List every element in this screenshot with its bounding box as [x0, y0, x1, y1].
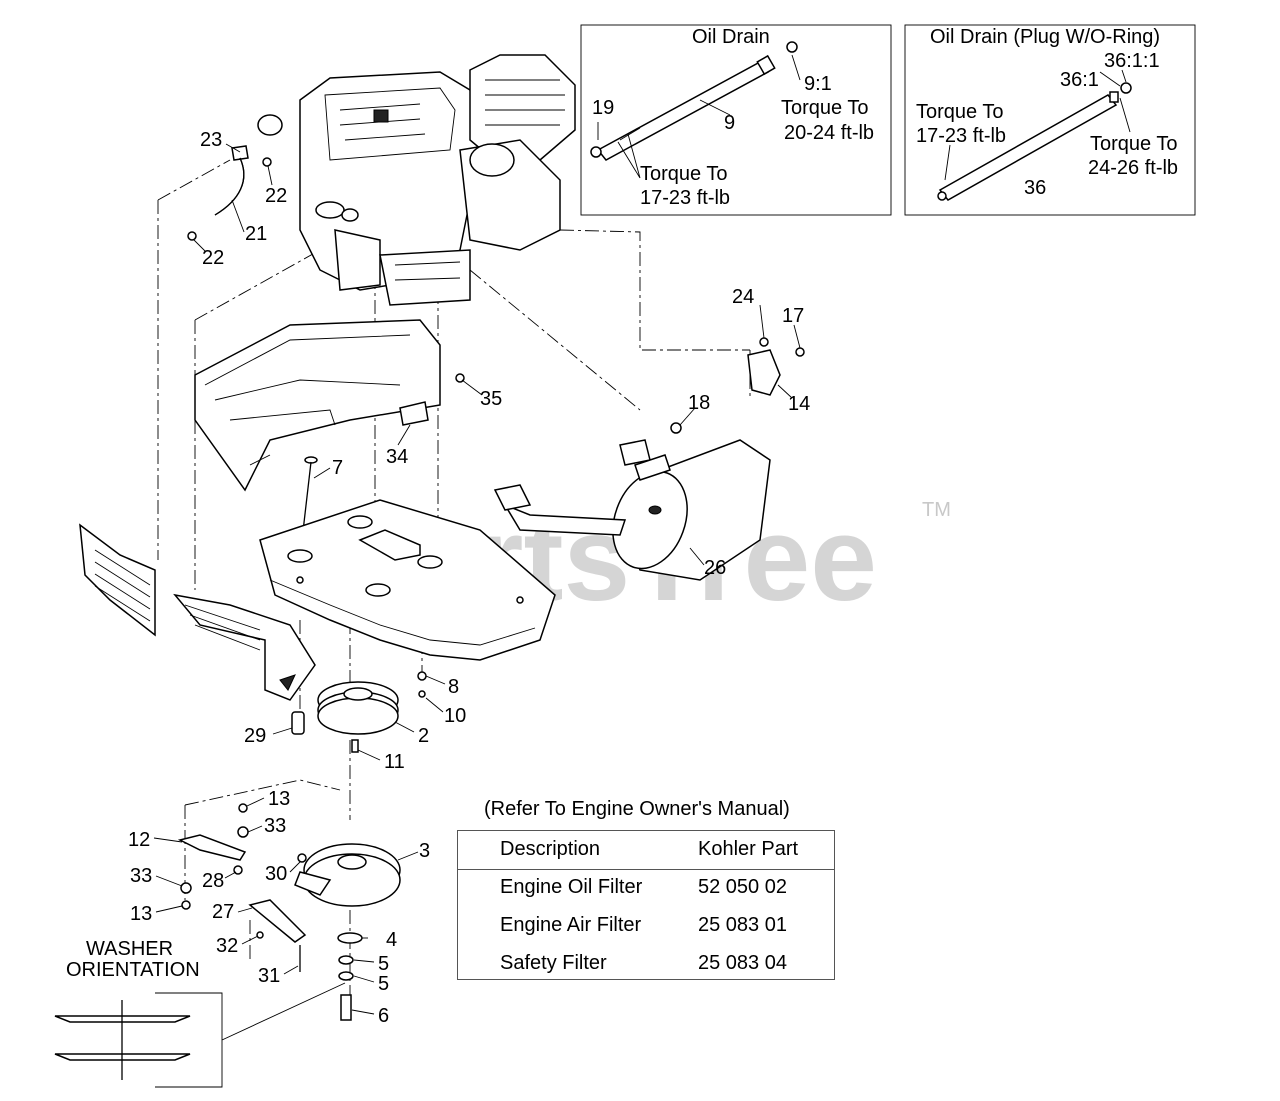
callout-28: 28 — [202, 870, 224, 892]
callout-32: 32 — [216, 935, 238, 957]
callout-11: 11 — [384, 751, 405, 773]
washer-orientation-detail: WASHER ORIENTATION — [54, 938, 346, 1088]
oil-drain-hose — [596, 61, 770, 161]
header-description: Description — [500, 838, 601, 860]
engine — [257, 54, 576, 306]
spacer-29 — [291, 711, 305, 735]
header-kohler-part: Kohler Part — [698, 838, 799, 860]
oil-drain-torque-fitting-value: 17-23 ft-lb — [640, 187, 730, 209]
callout-36-1: 36:1 — [1060, 69, 1099, 91]
breather-hose-assembly — [187, 145, 272, 241]
engine-shroud — [194, 319, 465, 492]
row-description: Engine Air Filter — [500, 914, 642, 936]
pto-clutch — [294, 843, 401, 907]
washer-orientation-line2: ORIENTATION — [66, 959, 200, 981]
oil-drain-cap — [786, 41, 798, 53]
trademark-mark: TM — [922, 499, 951, 521]
callout-2: 2 — [418, 725, 429, 747]
oil-drain-plug-torque-left: Torque To — [916, 101, 1003, 123]
callout-33-lower: 33 — [130, 865, 152, 887]
callout-23: 23 — [200, 129, 222, 151]
oil-drain-torque-hose-value: 20-24 ft-lb — [784, 122, 874, 144]
washer-4 — [337, 932, 363, 944]
oil-drain-plug-title: Oil Drain (Plug W/O-Ring) — [930, 26, 1160, 48]
callout-3: 3 — [419, 840, 430, 862]
oil-drain-plug-torque-right-value: 24-26 ft-lb — [1088, 157, 1178, 179]
callout-34: 34 — [386, 446, 408, 468]
callout-5-upper: 5 — [378, 953, 389, 975]
row-part: 25 083 01 — [698, 914, 787, 936]
kohler-table-header: Description Kohler Part — [458, 831, 834, 870]
callout-24: 24 — [732, 286, 754, 308]
callout-36-1-1: 36:1:1 — [1104, 50, 1160, 72]
oil-drain-plug-box: Oil Drain (Plug W/O-Ring) 36:1:1 36:1 To… — [904, 24, 1196, 216]
callout-10: 10 — [444, 705, 466, 727]
pulley — [291, 671, 427, 753]
callout-leaders — [153, 143, 801, 1015]
muffler-bracket — [670, 337, 805, 434]
side-guard-left — [79, 523, 156, 637]
callout-29: 29 — [244, 725, 266, 747]
row-description: Safety Filter — [500, 952, 607, 974]
oil-drain-torque-hose: Torque To — [781, 97, 868, 119]
callout-numbers: 23 22 21 22 35 34 7 24 17 14 18 26 8 10 … — [128, 129, 810, 1027]
callout-4: 4 — [386, 929, 397, 951]
engine-mount-plate — [259, 499, 556, 661]
callout-21: 21 — [245, 223, 267, 245]
row-description: Engine Oil Filter — [500, 876, 643, 898]
key-11 — [351, 739, 359, 753]
callout-17: 17 — [782, 305, 804, 327]
callout-7: 7 — [332, 457, 343, 479]
callout-30: 30 — [265, 863, 287, 885]
callout-13-lower: 13 — [130, 903, 152, 925]
oil-drain-title: Oil Drain — [692, 26, 770, 48]
callout-8: 8 — [448, 676, 459, 698]
kohler-table-caption: (Refer To Engine Owner's Manual) — [484, 798, 790, 820]
oil-drain-plug-torque-right: Torque To — [1090, 133, 1177, 155]
side-guard-right — [173, 593, 316, 701]
callout-36: 36 — [1024, 177, 1046, 199]
row-part: 25 083 04 — [698, 952, 787, 974]
callout-26: 26 — [704, 557, 726, 579]
callout-13-upper: 13 — [268, 788, 290, 810]
callout-19: 19 — [592, 97, 614, 119]
clutch-linkage — [177, 803, 363, 1021]
muffler — [493, 439, 771, 581]
callout-31: 31 — [258, 965, 280, 987]
callout-22-upper: 22 — [265, 185, 287, 207]
kohler-parts-table: Description Kohler Part Engine Oil Filte… — [457, 830, 835, 980]
callout-9-1: 9:1 — [804, 73, 832, 95]
oil-fill-cap — [257, 114, 283, 136]
callout-18: 18 — [688, 392, 710, 414]
callout-33-upper: 33 — [264, 815, 286, 837]
oil-drain-torque-fitting: Torque To — [640, 163, 727, 185]
callout-6: 6 — [378, 1005, 389, 1027]
oil-drain-box: Oil Drain 9:1 Torque To 20-24 ft-lb 9 19… — [580, 24, 892, 216]
callout-35: 35 — [480, 388, 502, 410]
callout-12: 12 — [128, 829, 150, 851]
oil-drain-plug-torque-left-value: 17-23 ft-lb — [916, 125, 1006, 147]
callout-27: 27 — [212, 901, 234, 923]
bolt-6 — [340, 994, 352, 1021]
washer-orientation-line1: WASHER — [86, 938, 173, 960]
callout-14: 14 — [788, 393, 810, 415]
row-part: 52 050 02 — [698, 876, 787, 898]
callout-9: 9 — [724, 112, 735, 134]
callout-22-lower: 22 — [202, 247, 224, 269]
callout-5-lower: 5 — [378, 973, 389, 995]
